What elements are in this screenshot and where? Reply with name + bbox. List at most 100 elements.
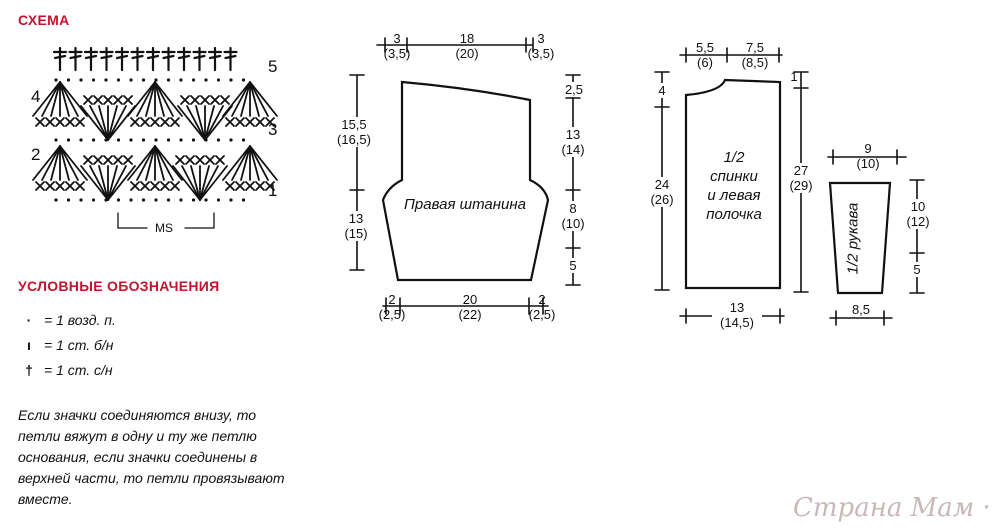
stitch-fan <box>222 81 278 127</box>
treble-mark <box>207 46 223 72</box>
stitch-fan <box>80 95 136 141</box>
row-number-5: 5 <box>268 57 278 76</box>
dim-text: 5 <box>908 262 926 277</box>
chain-dot <box>241 198 246 202</box>
dim-text: 3 (3,5) <box>383 31 411 61</box>
treble-mark <box>68 46 83 72</box>
sleeve-label: 1/2 рукава <box>844 202 862 275</box>
chain-dot <box>191 78 196 82</box>
repeat-label: MS <box>155 221 173 235</box>
treble-mark <box>223 46 238 72</box>
chain-dot <box>154 138 158 142</box>
chain-dot <box>141 78 146 82</box>
dim-text: 10 (12) <box>903 199 933 229</box>
legend-note: Если значки соединяются внизу, то петли … <box>18 407 285 507</box>
chain-dot <box>54 78 58 82</box>
watermark-logo: Страна Мам · ру <box>793 493 998 523</box>
dim-text: 18 (20) <box>455 31 479 61</box>
legend-item-chain: · = 1 возд. п. <box>22 312 116 328</box>
chain-dot <box>66 198 71 202</box>
chain-dot <box>191 138 196 142</box>
chain-dot <box>241 138 246 142</box>
chain-dot <box>116 138 121 142</box>
chain-dot <box>79 198 83 202</box>
stitch-fan <box>177 95 233 141</box>
chain-dot <box>179 198 183 202</box>
chain-dot <box>204 198 208 202</box>
chain-dot <box>104 78 108 82</box>
sleeve-pattern <box>827 149 925 326</box>
chain-stitch-symbol: · <box>26 312 32 328</box>
chain-dot <box>204 78 208 82</box>
dim-text: 9 (10) <box>856 141 880 171</box>
treble-mark <box>192 46 207 72</box>
row-number-1: 1 <box>268 181 278 200</box>
chain-dot <box>166 138 171 142</box>
chain-dot <box>154 78 158 82</box>
dim-text: 1 <box>790 69 798 84</box>
chain-dot <box>216 138 221 142</box>
chain-dot <box>91 78 96 82</box>
chain-dot <box>216 78 221 82</box>
row-number-4: 4 <box>31 87 41 106</box>
chain-dot <box>141 138 146 142</box>
dim-text: 13 (15) <box>334 211 378 241</box>
chain-dot <box>54 138 58 142</box>
chain-dot <box>191 198 196 202</box>
legend-item-text: = 1 возд. п. <box>44 312 116 328</box>
chain-dot <box>166 198 171 202</box>
chain-dot <box>79 138 83 142</box>
dim-text: 2 (2,5) <box>528 292 556 322</box>
chain-dot <box>141 198 146 202</box>
dim-text: 7,5 (8,5) <box>741 40 769 70</box>
chain-dot <box>116 198 121 202</box>
scheme-title: СХЕМА <box>18 12 70 28</box>
chain-dot <box>66 78 71 82</box>
crochet-chart <box>32 46 278 229</box>
stitch-fan <box>172 155 228 201</box>
dim-text: 27 (29) <box>784 163 818 193</box>
stitch-fan <box>222 145 278 191</box>
dim-text: 5 <box>562 258 584 273</box>
chain-dot <box>91 198 96 202</box>
dim-text: 15,5 (16,5) <box>330 117 378 147</box>
treble-mark <box>83 46 99 72</box>
treble-mark <box>130 46 145 72</box>
legend-item-dc: † = 1 ст. с/н <box>22 362 113 378</box>
treble-mark <box>99 46 114 72</box>
stitch-fan <box>127 81 183 127</box>
chain-dot <box>116 78 121 82</box>
pants-label: Правая штанина <box>404 196 526 213</box>
row-number-3: 3 <box>268 120 278 139</box>
chain-dot <box>229 78 233 82</box>
dim-text: 4 <box>652 83 672 98</box>
stitch-fan <box>32 145 88 191</box>
dim-text: 8,5 <box>851 302 871 317</box>
dim-text: 5,5 (6) <box>695 40 715 70</box>
treble-mark <box>52 46 68 72</box>
chain-dot <box>154 198 158 202</box>
chain-dot <box>179 78 183 82</box>
treble-mark <box>145 46 161 72</box>
legend-item-text: = 1 ст. с/н <box>44 362 113 378</box>
chain-dot <box>216 198 221 202</box>
chain-dot <box>241 78 246 82</box>
chain-dot <box>129 78 133 82</box>
double-crochet-symbol: † <box>25 362 33 378</box>
dim-text: 24 (26) <box>645 177 679 207</box>
treble-mark <box>161 46 176 72</box>
stitch-fan <box>127 145 183 191</box>
chain-dot <box>79 78 83 82</box>
legend-item-text: = 1 ст. б/н <box>44 337 114 353</box>
row-number-2: 2 <box>31 145 41 164</box>
dim-text: 2 (2,5) <box>378 292 406 322</box>
chain-dot <box>129 138 133 142</box>
stitch-fan <box>32 81 88 127</box>
single-crochet-symbol: ı <box>27 337 31 353</box>
legend-title: УСЛОВНЫЕ ОБОЗНАЧЕНИЯ <box>18 278 220 294</box>
dim-text: 13 (14,5) <box>712 300 762 330</box>
dim-text: 2,5 <box>560 82 588 97</box>
dim-text: 3 (3,5) <box>527 31 555 61</box>
chain-dot <box>229 138 233 142</box>
